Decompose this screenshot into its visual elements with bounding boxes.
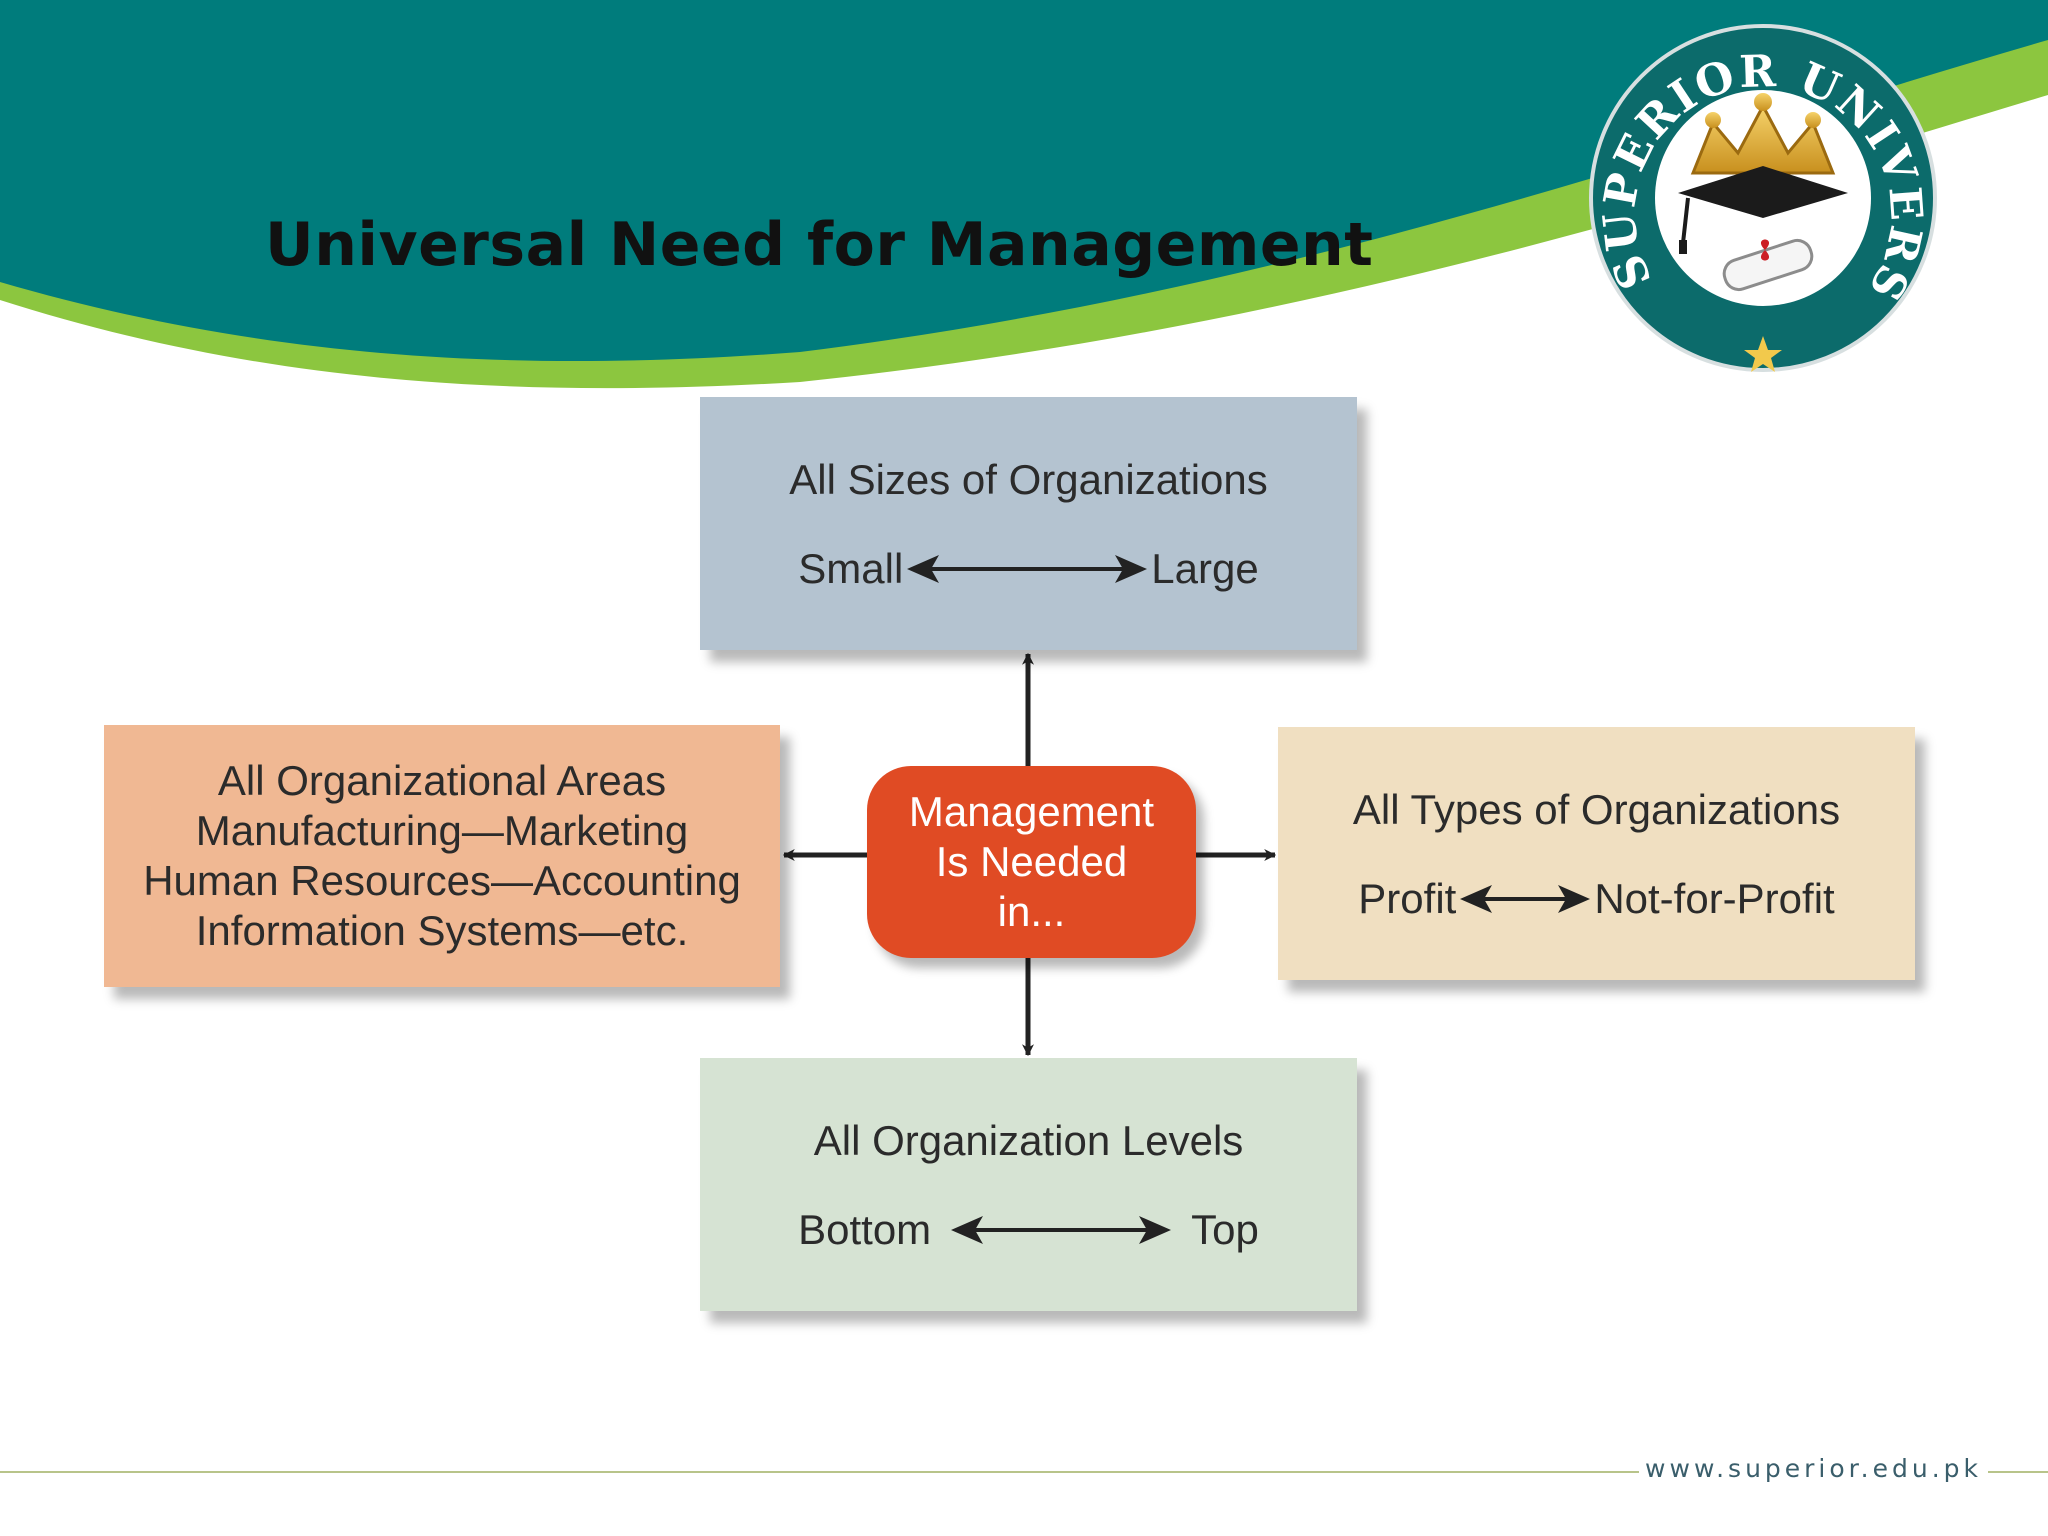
slide-title: Universal Need for Management bbox=[265, 210, 1374, 280]
areas-line: Information Systems—etc. bbox=[195, 907, 689, 954]
levels-from-label: Bottom bbox=[798, 1205, 932, 1253]
center-line: Is Needed bbox=[935, 838, 1128, 885]
types-from-label: Profit bbox=[1358, 874, 1457, 922]
types-range: Profit Not-for-Profit bbox=[1358, 875, 1834, 923]
header-teal-wave bbox=[0, 0, 2048, 362]
types-to-label: Not-for-Profit bbox=[1594, 874, 1835, 922]
footer-divider bbox=[0, 1471, 2048, 1473]
levels-to-label: Top bbox=[1191, 1205, 1259, 1253]
center-management-box: Management Is Needed in... bbox=[867, 766, 1196, 958]
types-box: All Types of Organizations Profit Not-fo… bbox=[1278, 727, 1915, 980]
levels-heading: All Organization Levels bbox=[813, 1116, 1244, 1164]
levels-box: All Organization Levels Bottom Top bbox=[700, 1058, 1357, 1311]
sizes-box: All Sizes of Organizations Small Large bbox=[700, 397, 1357, 650]
areas-line: Human Resources—Accounting bbox=[143, 857, 741, 904]
header-band bbox=[0, 0, 2048, 389]
areas-line: All Organizational Areas bbox=[217, 757, 667, 804]
areas-box: All Organizational Areas Manufacturing—M… bbox=[104, 725, 780, 987]
double-arrow-icon bbox=[907, 554, 1148, 583]
sizes-range: Small Large bbox=[798, 545, 1258, 593]
center-line: in... bbox=[997, 888, 1066, 935]
areas-line: Manufacturing—Marketing bbox=[195, 807, 689, 854]
crown-and-mortarboard-icon bbox=[1678, 93, 1848, 292]
types-heading: All Types of Organizations bbox=[1352, 785, 1841, 833]
sizes-heading: All Sizes of Organizations bbox=[789, 455, 1268, 503]
double-arrow-icon bbox=[951, 1215, 1172, 1244]
sizes-to-label: Large bbox=[1151, 544, 1259, 592]
footer-url: www.superior.edu.pk bbox=[1639, 1454, 1988, 1483]
university-logo: SUPERIOR UNIVERSITY LAHORE bbox=[1583, 18, 1937, 372]
levels-range: Bottom Top bbox=[798, 1206, 1259, 1254]
star-icon bbox=[1744, 336, 1782, 372]
double-arrow-icon bbox=[1460, 884, 1591, 913]
sizes-from-label: Small bbox=[798, 544, 904, 592]
center-line: Management bbox=[908, 788, 1155, 835]
